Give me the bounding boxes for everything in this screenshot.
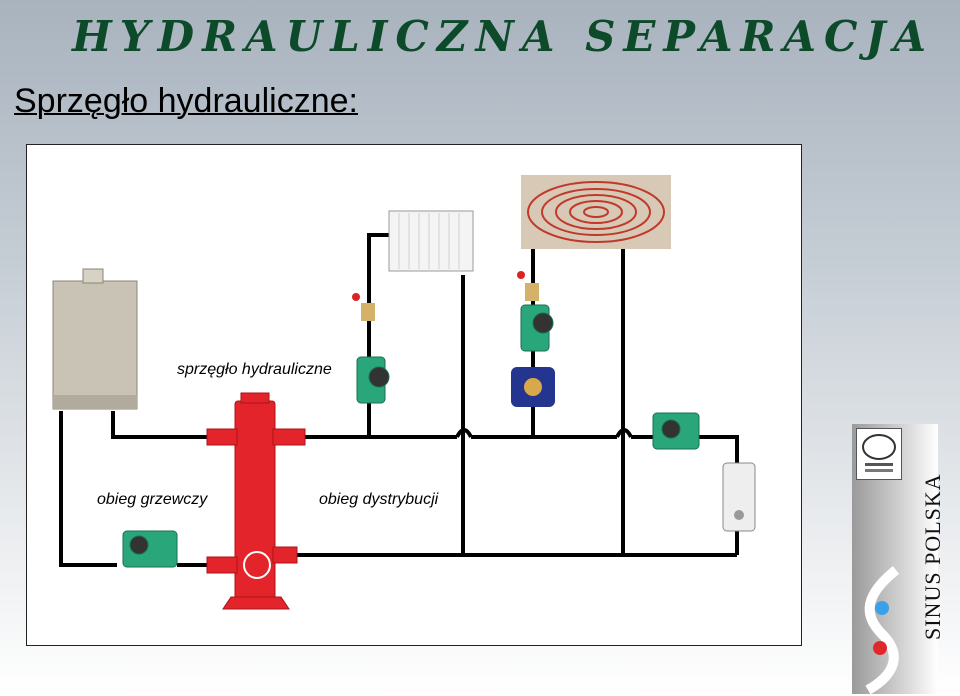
pipe-boiler-right (113, 411, 207, 437)
label-coupling: sprzęgło hydrauliczne (177, 361, 332, 379)
boiler-body (53, 281, 137, 409)
radiator (389, 211, 473, 271)
pump-heating (123, 531, 177, 567)
pump-dhw (653, 413, 699, 449)
valve-floor (517, 271, 539, 301)
pump-radiator (357, 357, 389, 403)
slide-title: HYDRAULICZNA SEPARACJA (72, 14, 932, 60)
label-distribution-circuit: obieg dystrybucji (319, 491, 438, 509)
pipe-diagram (27, 145, 803, 647)
boiler (53, 269, 137, 409)
slide-subtitle: Sprzęgło hydrauliczne: (14, 82, 358, 121)
logo-blue-dot (875, 601, 889, 615)
certification-badge (856, 428, 902, 480)
logo-red-dot (873, 641, 887, 655)
brand-name: SINUS POLSKA (920, 440, 946, 640)
valve-radiator (352, 293, 375, 321)
pipes (61, 235, 737, 565)
pipe-boiler-left (61, 411, 117, 565)
diagram-panel: sprzęgło hydrauliczne obieg grzewczy obi… (26, 144, 802, 646)
mixing-valve (511, 367, 555, 407)
pipe-radiator-supply (369, 235, 389, 437)
pipe-supply-right (631, 437, 737, 555)
hydraulic-coupling (207, 393, 305, 609)
sinus-logo (856, 564, 916, 694)
water-tank (723, 463, 755, 531)
floor-heating (521, 175, 671, 249)
pump-floor (521, 305, 553, 351)
label-heating-circuit: obieg grzewczy (97, 491, 207, 509)
